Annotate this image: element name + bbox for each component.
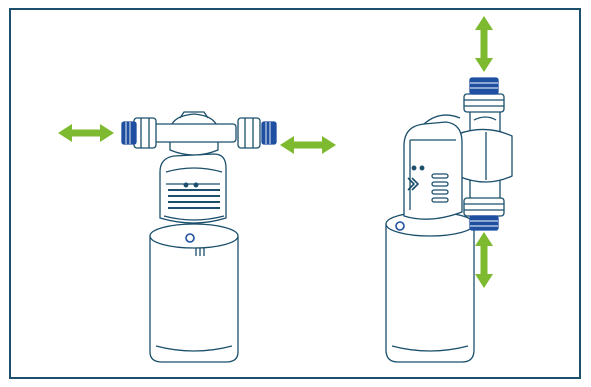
left-canister (149, 223, 239, 363)
figure-frame (9, 8, 581, 379)
vertical-double-arrow-icon (475, 16, 493, 72)
vertical-double-arrow-icon (475, 232, 493, 288)
right-bottom-fitting (463, 197, 505, 231)
horizontal-double-arrow-icon (58, 124, 114, 142)
horizontal-double-arrow-icon (280, 136, 336, 154)
left-outlet-fitting (237, 117, 277, 149)
right-canister (385, 211, 475, 363)
left-manifold (151, 111, 237, 156)
right-unit (385, 77, 513, 363)
right-pump-head (403, 114, 463, 220)
right-top-fitting (463, 77, 505, 113)
left-inlet-fitting (121, 117, 157, 149)
right-vertical-manifold (457, 99, 513, 205)
left-unit (121, 111, 277, 363)
left-pump-head (159, 153, 227, 224)
